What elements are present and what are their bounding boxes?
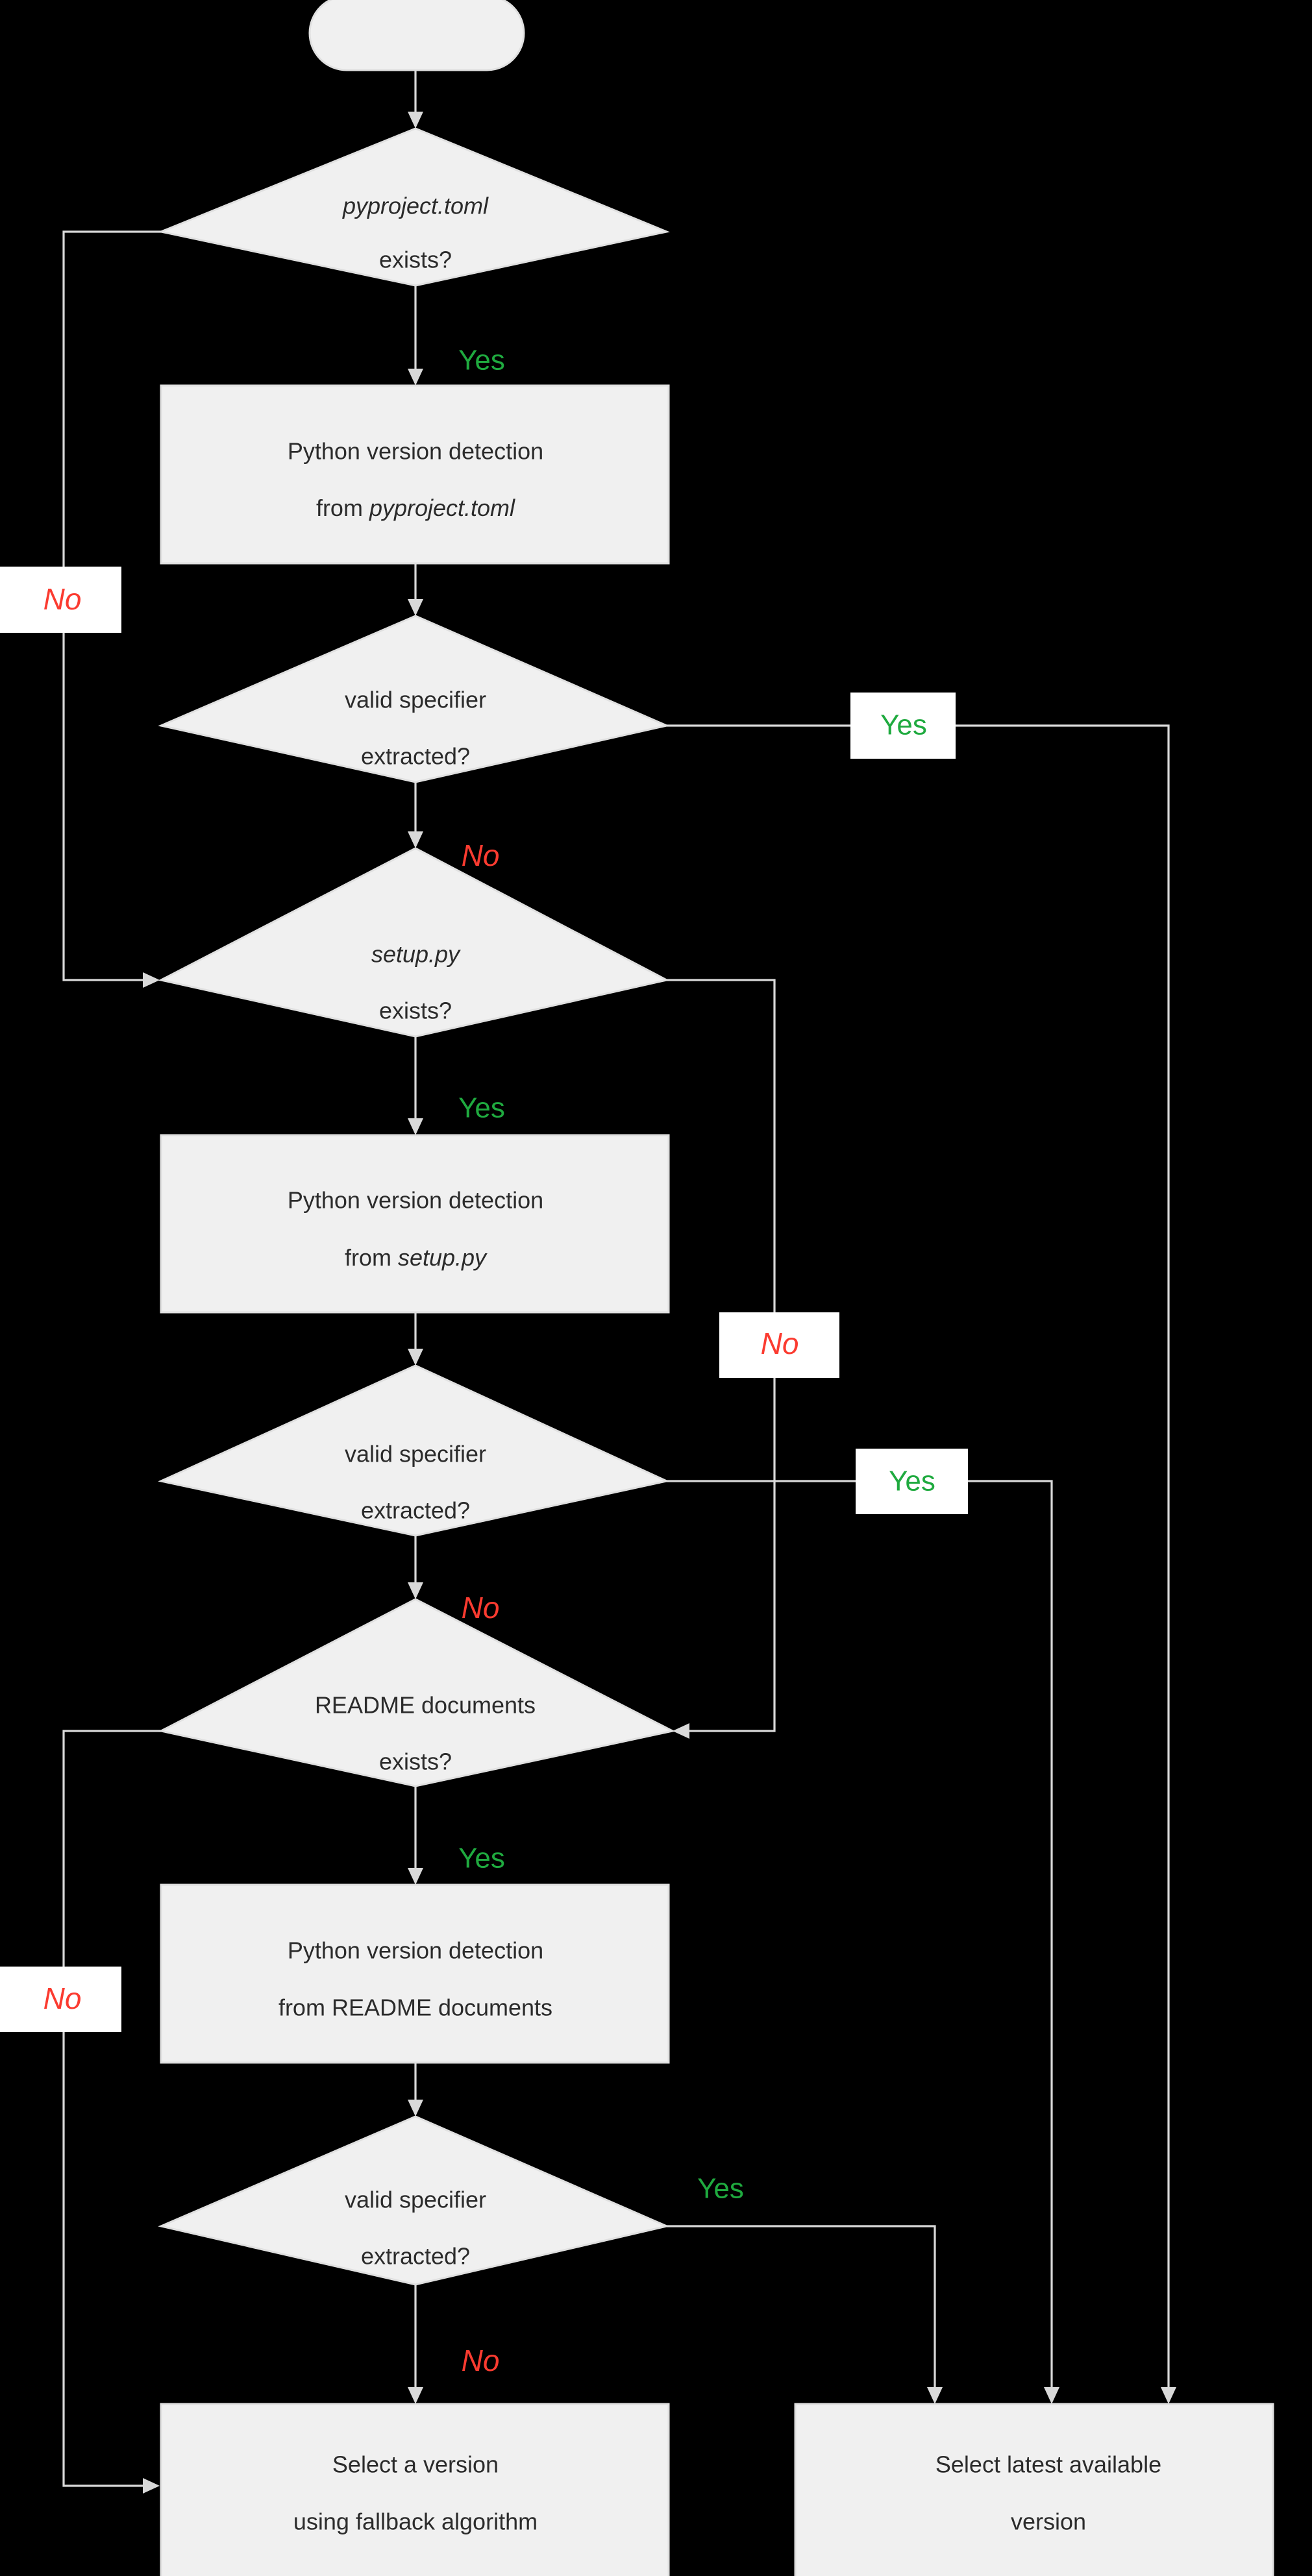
proc-pyproject-line2: from pyproject.toml (316, 495, 515, 521)
edge-label-yes-spec1-bg (850, 693, 956, 759)
edge-label-layer: Yes No Yes No Yes No Yes No Yes No Yes N… (0, 345, 968, 2377)
end-fallback-shape (160, 2403, 670, 2576)
edge-spec2-yes (667, 1480, 1053, 2388)
end-latest-line1: Select latest available (935, 2451, 1161, 2478)
edge-label-yes-spec2: Yes (889, 1466, 935, 1497)
pyproject-diamond-line2: exists? (379, 247, 452, 273)
spec1-diamond-line1: valid specifier (345, 687, 486, 713)
node-decision-valid-specifier-3[interactable]: valid specifier extracted? (158, 2115, 670, 2286)
end-latest-shape (794, 2403, 1274, 2576)
edge-label-yes-readme: Yes (458, 1843, 505, 1874)
proc-setup-line1: Python version detection (288, 1187, 543, 1214)
node-decision-pyproject-exists[interactable]: pyproject.toml exists? (157, 127, 671, 287)
edge-spec3-yes (667, 2225, 936, 2388)
edge-label-no-readme-bg (0, 1967, 121, 2032)
arrowhead-spec3-yes (927, 2387, 943, 2404)
readme-diamond-line2: exists? (379, 1748, 452, 1775)
edge-readme-no (62, 1730, 161, 2487)
node-process-detect-pyproject[interactable]: Python version detection from pyproject.… (160, 384, 670, 565)
proc-readme-line2: from README documents (278, 1994, 552, 2021)
arrowhead-proc3-to-spec3 (408, 2100, 423, 2116)
node-start[interactable] (308, 0, 525, 71)
node-decision-valid-specifier-2[interactable]: valid specifier extracted? (158, 1364, 670, 1537)
edge-label-no-spec1: No (462, 839, 500, 872)
proc-pyproject-line2-prefix: from (316, 495, 369, 521)
pyproject-diamond-line1: pyproject.toml (342, 193, 489, 219)
readme-diamond-line1: README documents (315, 1692, 536, 1719)
spec2-diamond-line1: valid specifier (345, 1441, 486, 1467)
arrowhead-spec1-no (408, 831, 423, 848)
proc-pyproject-shape (160, 384, 670, 565)
node-decision-valid-specifier-1[interactable]: valid specifier extracted? (158, 615, 670, 783)
proc-setup-line2-file: setup.py (398, 1244, 488, 1271)
end-fallback-line2: using fallback algorithm (293, 2509, 538, 2535)
proc-pyproject-line1: Python version detection (288, 438, 543, 465)
spec3-diamond-shape (158, 2115, 670, 2286)
arrowhead-pyproject-yes (408, 369, 423, 386)
proc-readme-line1: Python version detection (288, 1937, 543, 1964)
edge-label-no-readme: No (43, 1981, 82, 2015)
edge-label-yes-spec2-bg (856, 1449, 968, 1514)
setup-diamond-shape (158, 847, 670, 1038)
arrowhead-readme-yes (408, 1868, 423, 1885)
edge-label-yes-setup: Yes (458, 1092, 505, 1124)
edge-label-no-pyproject: No (43, 582, 82, 616)
end-fallback-line1: Select a version (332, 2451, 499, 2478)
arrowhead-readme-no (143, 2478, 160, 2494)
arrowhead-setup-no (673, 1723, 689, 1739)
node-process-detect-setup[interactable]: Python version detection from setup.py (160, 1134, 670, 1314)
arrowhead-start-to-pyproject (408, 112, 423, 129)
arrowhead-pyproject-no (143, 972, 160, 988)
setup-diamond-line1: setup.py (371, 941, 461, 968)
proc-readme-shape (160, 1883, 670, 2064)
node-end-fallback[interactable]: Select a version using fallback algorith… (160, 2403, 670, 2576)
arrowhead-proc2-to-spec2 (408, 1349, 423, 1366)
pyproject-diamond-shape (157, 127, 671, 287)
spec2-diamond-shape (158, 1364, 670, 1537)
arrowhead-spec3-no (408, 2387, 423, 2404)
proc-setup-shape (160, 1134, 670, 1314)
arrowhead-setup-yes (408, 1118, 423, 1135)
spec2-diamond-line2: extracted? (361, 1497, 470, 1524)
proc-pyproject-line2-file: pyproject.toml (369, 495, 515, 521)
edge-spec1-yes (667, 724, 1170, 2388)
edge-layer (62, 70, 1176, 2494)
arrowhead-proc1-to-spec1 (408, 599, 423, 616)
proc-setup-line2-prefix: from (345, 1244, 398, 1271)
node-decision-setup-exists[interactable]: setup.py exists? (158, 847, 670, 1038)
node-end-latest[interactable]: Select latest available version (794, 2403, 1274, 2576)
edge-label-no-spec2: No (462, 1591, 500, 1625)
edge-label-no-spec3: No (462, 2344, 500, 2377)
readme-diamond-shape (158, 1598, 676, 1787)
arrowhead-spec1-yes (1161, 2387, 1176, 2404)
edge-label-yes-spec1: Yes (880, 709, 927, 741)
spec3-diamond-line2: extracted? (361, 2243, 470, 2270)
edge-label-no-setup: No (761, 1327, 799, 1360)
spec3-diamond-line1: valid specifier (345, 2187, 486, 2213)
end-latest-line2: version (1011, 2509, 1086, 2535)
arrowhead-spec2-yes (1044, 2387, 1059, 2404)
node-decision-readme-exists[interactable]: README documents exists? (158, 1598, 676, 1787)
node-process-detect-readme[interactable]: Python version detection from README doc… (160, 1883, 670, 2064)
edge-label-yes-pyproject: Yes (458, 345, 505, 376)
spec1-diamond-shape (158, 615, 670, 783)
start-shape (308, 0, 525, 71)
edge-label-yes-spec3: Yes (697, 2173, 744, 2205)
edge-label-no-pyproject-bg (0, 567, 121, 633)
proc-setup-line2: from setup.py (345, 1244, 488, 1271)
edge-label-no-setup-bg (719, 1312, 839, 1378)
setup-diamond-line2: exists? (379, 998, 452, 1024)
spec1-diamond-line2: extracted? (361, 743, 470, 770)
arrowhead-spec2-no (408, 1582, 423, 1599)
